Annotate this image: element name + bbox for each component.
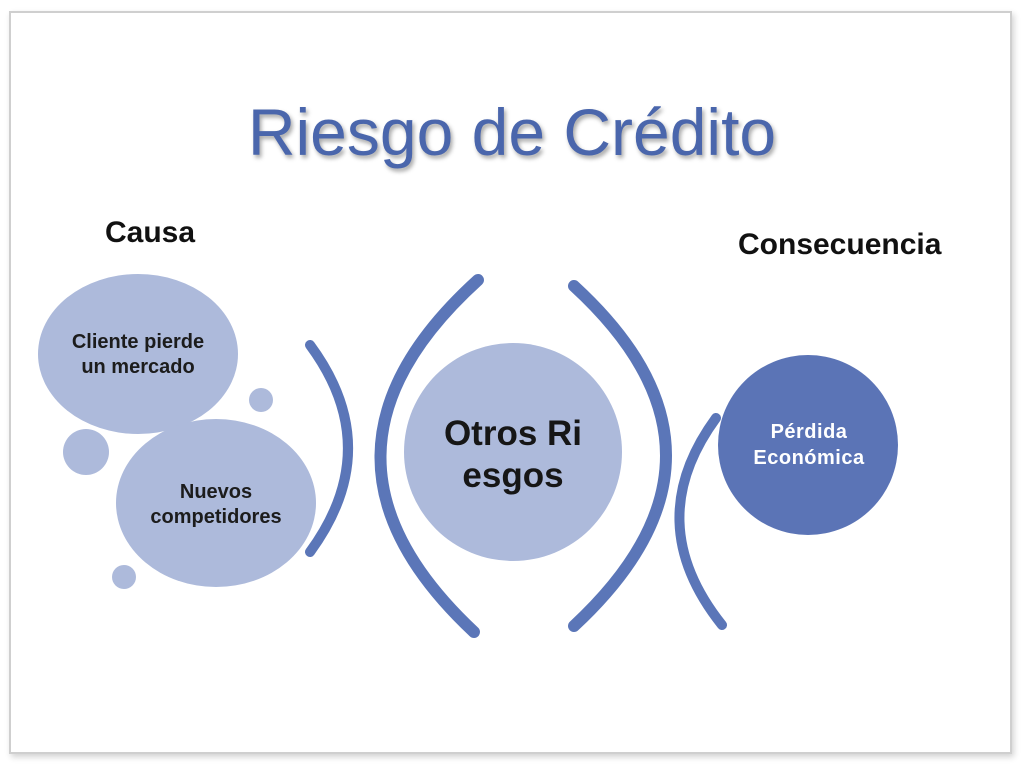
arc-bracket-consequence bbox=[674, 413, 727, 630]
cause-text-cliente: Cliente pierde un mercado bbox=[71, 331, 205, 378]
slide-title: Riesgo de Crédito bbox=[247, 95, 777, 169]
arc-bracket-small bbox=[305, 340, 353, 557]
center-text: Otros Riesgos bbox=[443, 414, 583, 495]
consequence-circle bbox=[718, 355, 898, 535]
bubble-decoration bbox=[112, 565, 136, 589]
arc-bracket-left bbox=[374, 274, 484, 638]
cause-text-nuevos: Nuevos competidores bbox=[150, 481, 282, 528]
center-circle bbox=[404, 343, 622, 561]
cause-heading: Causa bbox=[105, 216, 196, 249]
consequence-text: Pérdida Económica bbox=[753, 421, 865, 469]
cause-bubble-nuevos bbox=[116, 419, 316, 587]
bubble-decoration bbox=[249, 388, 273, 412]
consequence-heading: Consecuencia bbox=[738, 228, 942, 261]
arc-bracket-right bbox=[568, 280, 672, 632]
bubble-decoration bbox=[63, 429, 109, 475]
cause-bubble-cliente bbox=[38, 274, 238, 434]
